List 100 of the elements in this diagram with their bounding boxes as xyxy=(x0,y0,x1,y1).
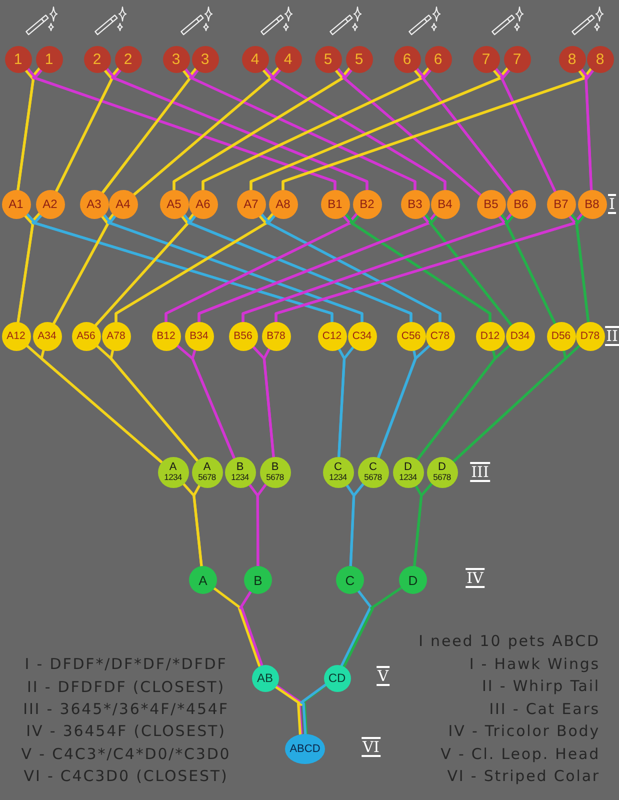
note-text: V - Cl. Leop. Head xyxy=(440,744,600,762)
circle-node xyxy=(252,664,278,692)
node-label: 7 xyxy=(482,52,490,66)
circle-node xyxy=(546,190,576,218)
circle-node xyxy=(314,46,342,72)
circle-node xyxy=(188,190,218,218)
node-label: C xyxy=(369,462,377,474)
node-label: A56 xyxy=(76,330,96,342)
node-label: B34 xyxy=(190,330,208,342)
node-label: B3 xyxy=(408,198,422,210)
node-label: B56 xyxy=(234,330,252,342)
node-label: A2 xyxy=(42,198,58,210)
node-label: D34 xyxy=(510,330,530,342)
node-label: C xyxy=(334,462,342,474)
circle-node xyxy=(352,190,382,218)
circle-node xyxy=(80,190,108,218)
node-label: B4 xyxy=(438,198,452,210)
circle-node xyxy=(189,566,217,594)
note-text: II - DFDFDF (CLOSEST) xyxy=(27,678,225,696)
node-label: 5678 xyxy=(364,473,382,482)
connector-line xyxy=(274,685,303,736)
circle-node xyxy=(426,456,458,488)
node-label: 6 xyxy=(434,52,442,66)
connector-line xyxy=(349,482,364,568)
circle-node xyxy=(84,46,110,72)
node-label: D xyxy=(408,574,418,586)
circle-node xyxy=(576,322,604,350)
node-label: 1 xyxy=(14,52,22,66)
circle-node xyxy=(184,322,214,350)
roman-numeral: II xyxy=(605,326,619,346)
circle-node xyxy=(394,46,420,72)
roman-numeral: III xyxy=(470,462,490,482)
node-label: C34 xyxy=(352,330,372,342)
circle-node xyxy=(504,46,530,72)
node-label: B6 xyxy=(514,198,528,210)
node-label: A8 xyxy=(276,198,290,210)
circle-node xyxy=(506,190,536,218)
circle-node xyxy=(192,46,218,72)
connector-line xyxy=(16,67,41,191)
node-label: C12 xyxy=(322,330,342,342)
node-label: B5 xyxy=(484,198,498,210)
circle-node xyxy=(346,46,372,72)
node-label: 4 xyxy=(250,52,260,66)
connector-line xyxy=(338,346,354,458)
connector-line xyxy=(413,482,434,568)
node-label: A6 xyxy=(196,198,210,210)
circle-node xyxy=(102,322,130,350)
circle-node xyxy=(426,322,454,350)
circle-node xyxy=(2,190,30,218)
node-label: B xyxy=(254,574,262,586)
node-label: 5678 xyxy=(266,473,284,482)
node-label: B7 xyxy=(554,198,568,210)
node-label: 8 xyxy=(596,52,604,66)
node-label: 2 xyxy=(124,52,132,66)
circle-node xyxy=(476,322,504,350)
circle-node xyxy=(399,566,427,594)
circle-node xyxy=(506,322,534,350)
note-text: I - DFDF*/DF*DF/*DFDF xyxy=(24,655,228,673)
circle-node xyxy=(192,456,222,488)
node-label: A xyxy=(198,574,208,586)
node-label: B xyxy=(236,462,244,474)
node-label: D12 xyxy=(480,330,500,342)
node-label: C56 xyxy=(401,330,421,342)
node-label: A12 xyxy=(6,330,26,342)
node-label: CD xyxy=(328,672,346,684)
circle-node xyxy=(4,46,32,72)
roman-numeral: IV xyxy=(466,568,484,588)
note-text: V - C4C3*/C4*D0/*C3D0 xyxy=(21,744,231,762)
node-label: 2 xyxy=(92,52,102,66)
node-label: ABCD xyxy=(290,744,320,754)
connector-line xyxy=(16,212,41,323)
node-label: 4 xyxy=(284,52,292,66)
node-label: D xyxy=(404,462,412,474)
node-label: 5 xyxy=(354,52,364,66)
node-label: 5678 xyxy=(198,473,216,482)
circle-node xyxy=(244,566,272,594)
node-label: B12 xyxy=(156,330,176,342)
node-label: 5 xyxy=(324,52,332,66)
node-label: D56 xyxy=(551,330,571,342)
circle-node xyxy=(36,190,64,218)
node-label: 1234 xyxy=(329,473,347,482)
circle-node xyxy=(476,190,506,218)
note-text: II - Whirp Tail xyxy=(482,677,600,695)
note-text: I need 10 pets ABCD xyxy=(418,632,600,650)
node-label: B78 xyxy=(266,330,286,342)
circle-node xyxy=(424,46,452,72)
connector-line xyxy=(584,69,594,191)
circle-node xyxy=(400,190,430,218)
circle-node xyxy=(36,46,62,72)
node-label: B2 xyxy=(360,198,374,210)
circle-node xyxy=(320,190,350,218)
roman-numeral: V xyxy=(376,666,390,686)
circle-node xyxy=(348,322,376,350)
connector-line xyxy=(377,344,431,459)
node-label: 3 xyxy=(172,52,180,66)
circle-node xyxy=(274,46,302,72)
connector-line xyxy=(212,587,261,667)
circle-node xyxy=(2,322,30,350)
node-label: A5 xyxy=(166,198,182,210)
roman-numeral: VI xyxy=(362,737,380,757)
